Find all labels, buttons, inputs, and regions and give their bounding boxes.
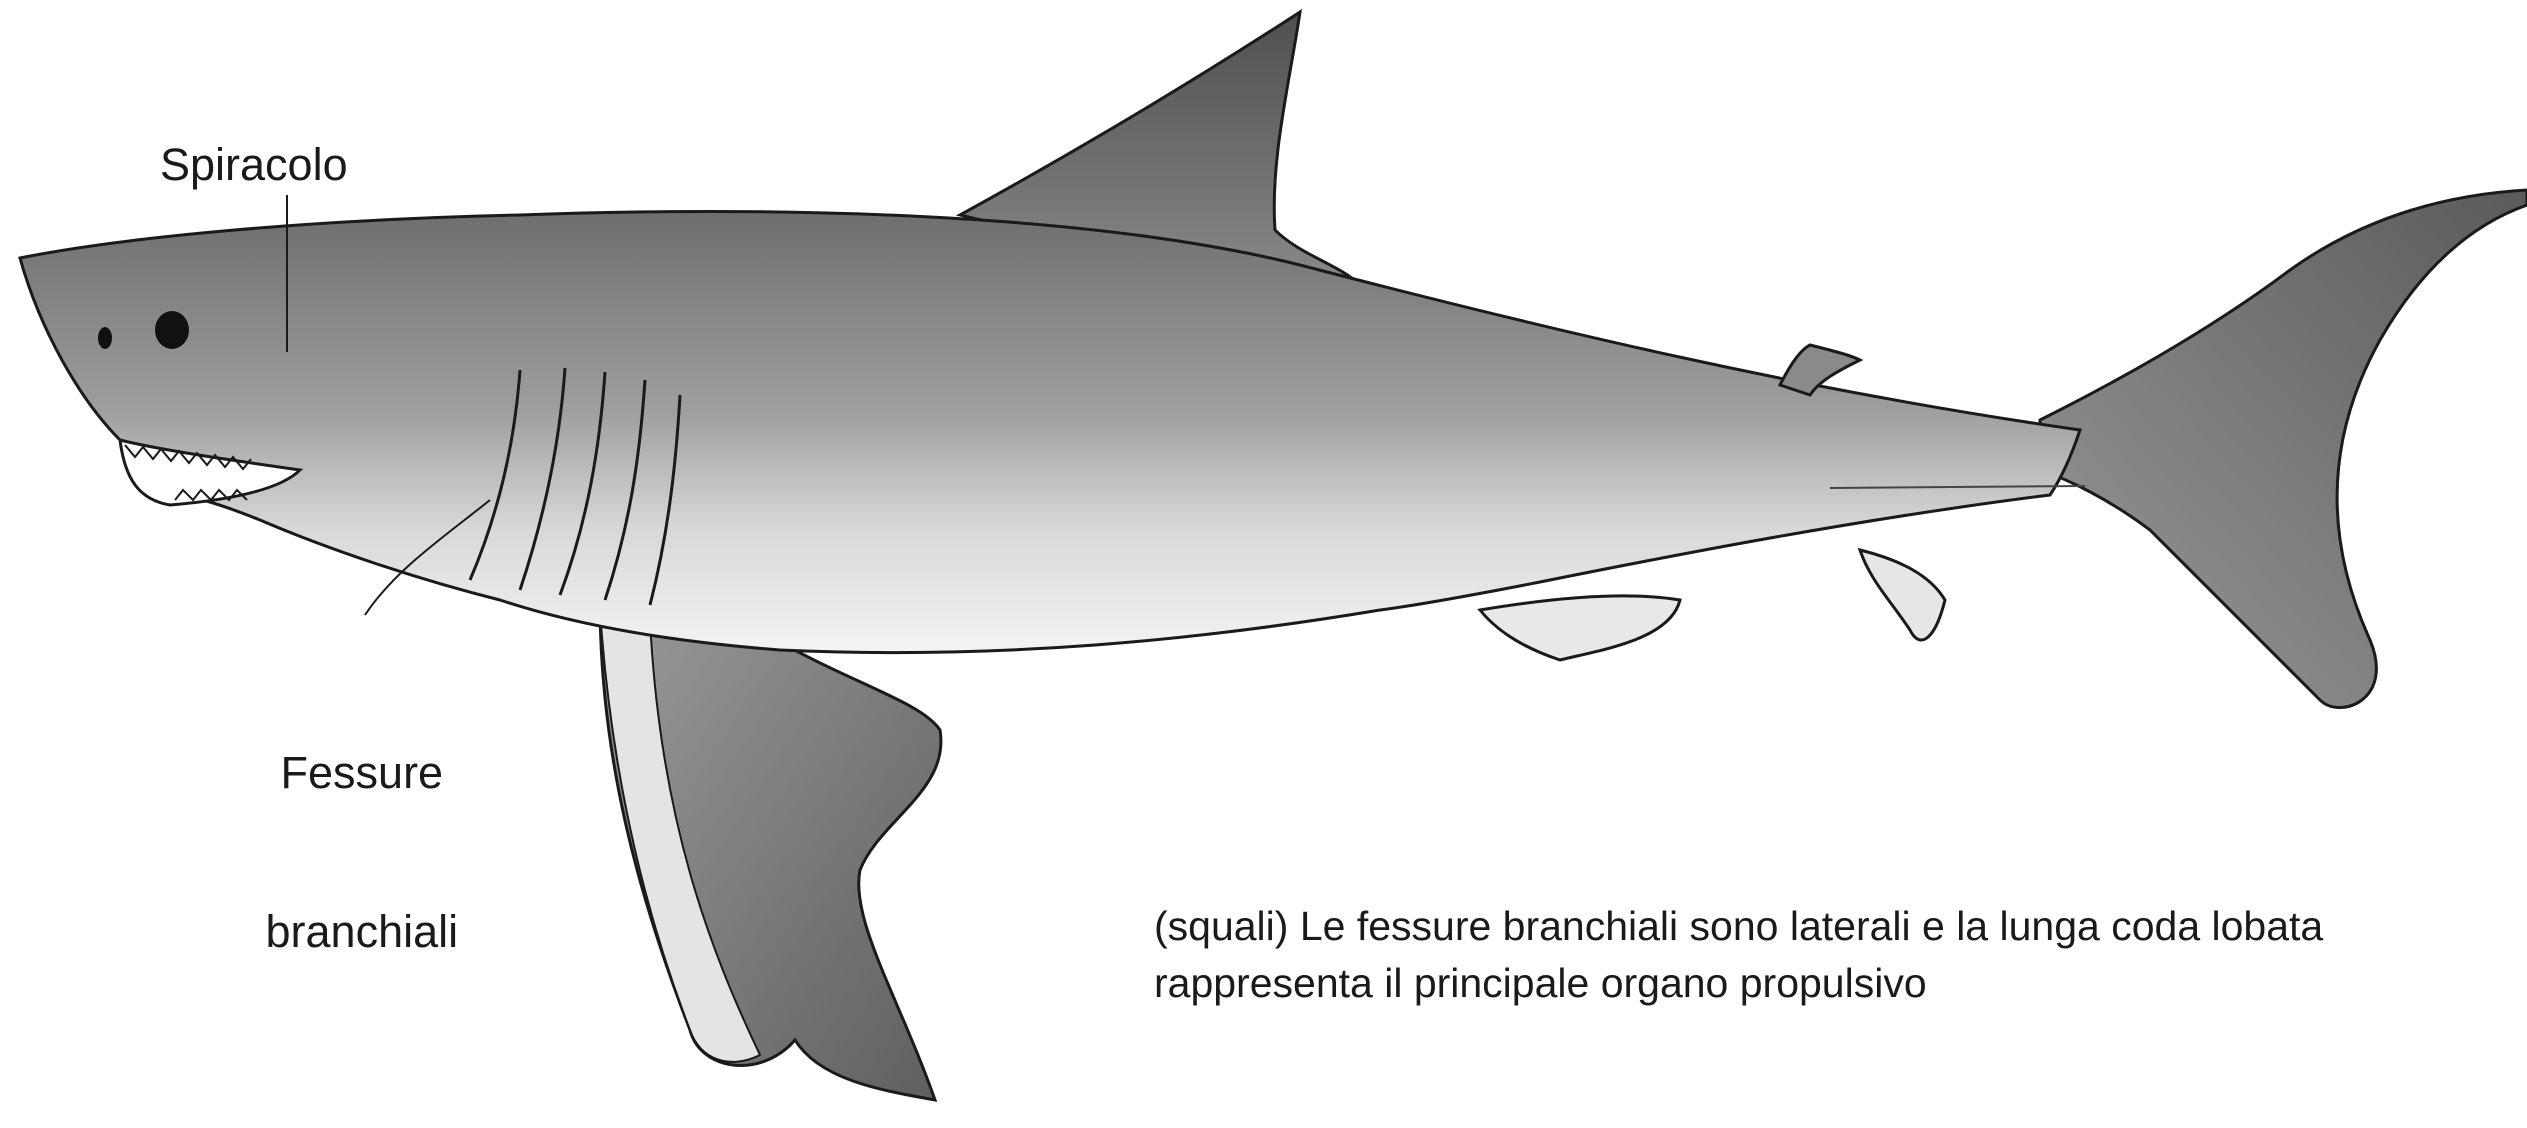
shark-body [20, 212, 2080, 653]
gill-slits-label: Fessure branchiali [266, 640, 459, 1012]
eye [155, 311, 189, 349]
spiracle-label: Spiracolo [160, 138, 348, 191]
gill-slits-label-line1: Fessure [266, 746, 459, 799]
gill-slits-label-line2: branchiali [266, 905, 459, 958]
caudal-fin [2040, 190, 2527, 708]
pelvic-fin [1480, 596, 1680, 660]
nostril [98, 327, 112, 349]
anal-fin [1860, 550, 1945, 640]
caption-text: (squali) Le fessure branchiali sono late… [1154, 898, 2484, 1011]
